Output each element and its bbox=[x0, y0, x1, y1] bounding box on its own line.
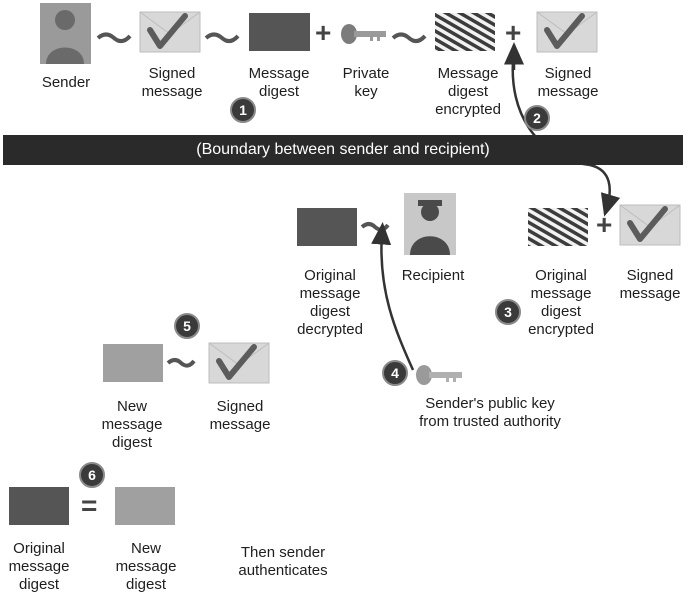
encrypted-digest-block-icon bbox=[435, 13, 495, 51]
signed-message-envelope-icon bbox=[536, 11, 598, 53]
signed-message-envelope-icon bbox=[208, 342, 270, 384]
message-digest-label: Message digest bbox=[248, 65, 310, 100]
public-key-icon bbox=[416, 365, 462, 385]
signed-message-label: Signed message bbox=[537, 65, 599, 100]
equals-icon: = bbox=[81, 490, 98, 521]
step-badge-4: 4 bbox=[382, 360, 408, 386]
private-key-label: Private key bbox=[342, 65, 390, 100]
signed-message-envelope-icon bbox=[139, 11, 201, 53]
plus-icon: + bbox=[505, 17, 522, 48]
tilde-arrow-icon bbox=[204, 32, 240, 43]
boundary-label: (Boundary between sender and recipient) bbox=[196, 141, 490, 158]
original-digest-decrypted-label: Original message digest decrypted bbox=[297, 267, 363, 338]
original-digest-block-icon bbox=[9, 487, 69, 525]
sender-label: Sender bbox=[41, 74, 91, 91]
plus-icon: + bbox=[596, 209, 613, 240]
signed-message-envelope-icon bbox=[619, 204, 681, 246]
recipient-person-icon bbox=[404, 193, 456, 255]
new-digest-block-icon bbox=[103, 344, 163, 382]
message-digest-block-icon bbox=[249, 13, 310, 51]
decrypted-digest-block-icon bbox=[297, 208, 357, 246]
new-message-digest-label: New message digest bbox=[101, 398, 163, 451]
step-badge-5: 5 bbox=[174, 313, 200, 339]
new-message-digest-label: New message digest bbox=[115, 540, 177, 593]
encrypted-digest-block-icon bbox=[528, 208, 588, 246]
authenticates-label: Then sender authenticates bbox=[238, 544, 328, 579]
boundary-band: (Boundary between sender and recipient) bbox=[3, 135, 683, 165]
step-badge-3: 3 bbox=[495, 299, 521, 325]
public-key-label: Sender's public key from trusted authori… bbox=[419, 395, 561, 430]
tilde-arrow-icon bbox=[96, 32, 132, 43]
tilde-arrow-icon bbox=[360, 222, 390, 232]
sender-person-icon bbox=[40, 3, 91, 64]
tilde-arrow-icon bbox=[391, 32, 427, 43]
original-message-digest-label: Original message digest bbox=[8, 540, 70, 593]
signed-message-label: Signed message bbox=[619, 267, 681, 302]
step-badge-2: 2 bbox=[524, 105, 550, 131]
signed-message-label: Signed message bbox=[141, 65, 203, 100]
new-digest-block-icon bbox=[115, 487, 175, 525]
signed-message-label: Signed message bbox=[209, 398, 271, 433]
public-key-arrow bbox=[371, 222, 415, 371]
private-key-icon bbox=[341, 24, 386, 44]
original-digest-encrypted-label: Original message digest encrypted bbox=[528, 267, 594, 338]
step-badge-6: 6 bbox=[79, 462, 105, 488]
plus-icon: + bbox=[315, 17, 332, 48]
step-badge-1: 1 bbox=[230, 97, 256, 123]
recipient-label: Recipient bbox=[401, 267, 465, 284]
tilde-arrow-icon bbox=[166, 358, 196, 368]
message-digest-encrypted-label: Message digest encrypted bbox=[435, 65, 501, 118]
